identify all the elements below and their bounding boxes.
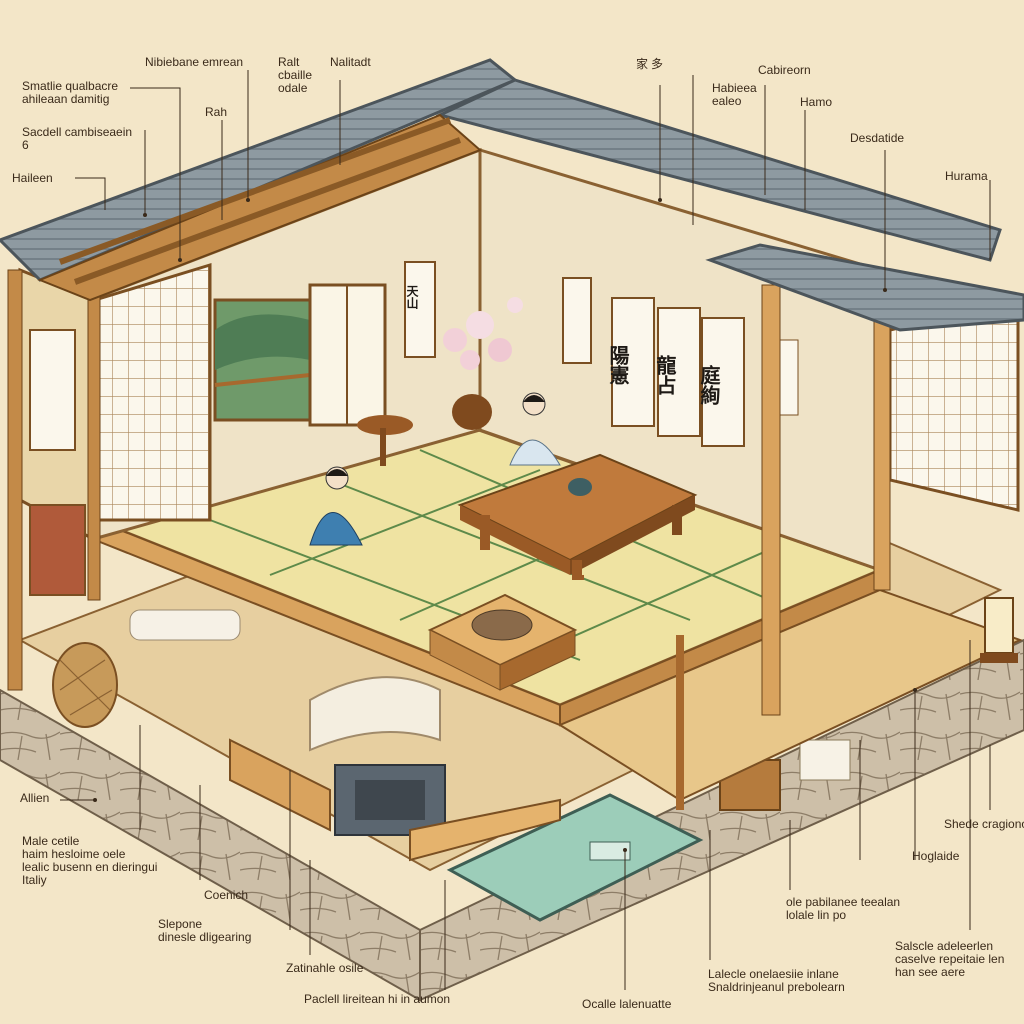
scroll-small-text: 天山 xyxy=(405,285,419,310)
banner-1-text: 陽憲 xyxy=(606,345,630,385)
callout-left-mid: Allien xyxy=(20,792,49,805)
callout-top-right-2: Cabireorn xyxy=(758,64,811,77)
callout-bottom-right-5: Salscle adeleerlen caselve repeitaie len… xyxy=(895,940,1004,979)
callout-top-left-2: Sacdell cambiseaein 6 xyxy=(22,126,132,152)
callout-bottom-center-2: Paclell lireitean hi in aumon xyxy=(304,993,450,1006)
callout-top-left-3: Haileen xyxy=(12,172,53,185)
callout-bottom-right-4: Shede cragiono xyxy=(944,818,1024,831)
callout-bottom-left-1: Male cetile haim hesloime oele lealic bu… xyxy=(22,835,157,887)
callout-top-right-3: Hamo xyxy=(800,96,832,109)
banner-3-text: 庭絢 xyxy=(697,364,721,405)
callout-bottom-right-3: Hoglaide xyxy=(912,850,959,863)
callout-top-left-1: Smatlie qualbacre ahileaan damitig xyxy=(22,80,118,106)
callout-top-right-4: Desdatide xyxy=(850,132,904,145)
callout-top-center-2: Ralt cbaille odale xyxy=(278,56,312,95)
callout-top-center-4: Rah xyxy=(205,106,227,119)
callout-bottom-center-3: Ocalle lalenuatte xyxy=(582,998,671,1011)
callout-top-center-3: Nalitadt xyxy=(330,56,371,69)
callout-bottom-center-1: Zatinahle osile xyxy=(286,962,363,975)
callout-bottom-left-3: Slepone dinesle dligearing xyxy=(158,918,251,944)
banner-2-text: 龍占 xyxy=(653,354,677,396)
callout-bottom-right-2: ole pabilanee teealan lolale lin po xyxy=(786,896,900,922)
callout-top-right-5: Hurama xyxy=(945,170,988,183)
callout-top-right-1: Habieea ealeo xyxy=(712,82,757,108)
callout-top-center-1: Nibiebane emrean xyxy=(145,56,243,69)
callout-bottom-left-2: Coenich xyxy=(204,889,248,902)
andon-lantern xyxy=(980,598,1018,663)
callout-bottom-right-1: Lalecle onelaesiie inlane Snaldrinjeanul… xyxy=(708,968,845,994)
callout-top-mark: 家 多 xyxy=(636,58,663,71)
